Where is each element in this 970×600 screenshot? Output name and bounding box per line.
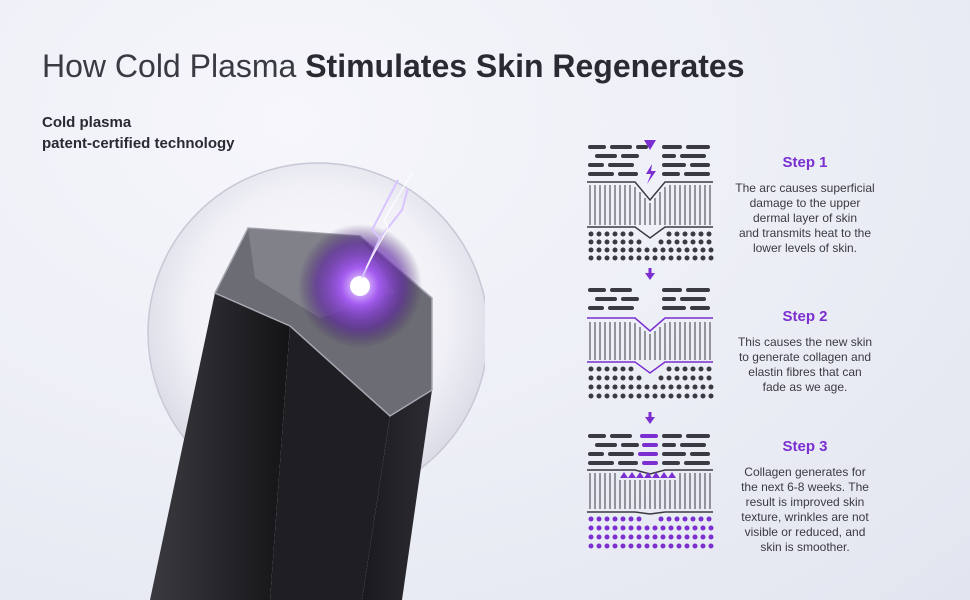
step-1-line: damage to the upper xyxy=(749,196,861,210)
step-1-diagram xyxy=(587,140,714,261)
step-3-line: texture, wrinkles are not xyxy=(741,510,869,524)
step-2-line: This causes the new skin xyxy=(737,335,873,349)
plasma-core xyxy=(350,276,370,296)
epidermis-layer xyxy=(588,145,710,176)
step-2-description: This causes the new skin to generate col… xyxy=(720,335,890,395)
subtitle-line-1: Cold plasma xyxy=(42,114,132,131)
step-1-line: dermal layer of skin xyxy=(752,211,858,225)
cell-dots xyxy=(588,231,714,261)
down-arrow-icon xyxy=(645,268,655,280)
steps-panel: Step 1 The arc causes superficial damage… xyxy=(585,138,955,558)
new-skin-cells xyxy=(638,434,658,465)
step-3-line: skin is smoother. xyxy=(760,540,850,554)
step-3-line: Collagen generates for xyxy=(744,465,866,479)
lightning-bolt-icon xyxy=(646,164,656,184)
step-1-description: The arc causes superficial damage to the… xyxy=(720,181,890,256)
plasma-device-illustration xyxy=(147,162,485,600)
step-2-diagram xyxy=(587,288,714,399)
dermis-fibres xyxy=(589,185,711,225)
step-3-line: result is improved skin xyxy=(745,495,865,509)
subtitle: Cold plasma patent-certified technology xyxy=(42,112,235,154)
step-1-line: The arc causes superficial xyxy=(735,181,875,195)
cell-dots xyxy=(588,366,714,399)
regenerated-cell-dots xyxy=(588,516,714,549)
step-3-title: Step 3 xyxy=(782,438,828,455)
device-body-right xyxy=(362,390,432,600)
page-title: How Cold Plasma Stimulates Skin Regenera… xyxy=(42,48,744,85)
step-3-line: the next 6-8 weeks. The xyxy=(741,480,869,494)
epidermis-layer xyxy=(588,434,710,465)
device-body-left xyxy=(150,293,290,600)
step-1: Step 1 The arc causes superficial damage… xyxy=(720,154,890,256)
step-2-line: fade as we age. xyxy=(762,380,848,394)
step-1-title: Step 1 xyxy=(782,154,828,171)
title-light: How Cold Plasma xyxy=(42,48,297,84)
step-3: Step 3 Collagen generates for the next 6… xyxy=(720,438,890,555)
step-2-line: elastin fibres that can xyxy=(748,365,862,379)
step-3-diagram xyxy=(587,434,714,549)
step-3-line: visible or reduced, and xyxy=(744,525,866,539)
step-1-line: and transmits heat to the xyxy=(738,226,872,240)
step-1-line: lower levels of skin. xyxy=(752,241,858,255)
dermis-fibres xyxy=(589,473,711,509)
subtitle-line-2: patent-certified technology xyxy=(42,135,235,152)
step-2: Step 2 This causes the new skin to gener… xyxy=(720,308,890,395)
step-3-description: Collagen generates for the next 6-8 week… xyxy=(720,465,890,555)
title-bold: Stimulates Skin Regenerates xyxy=(305,48,745,84)
step-2-line: to generate collagen and xyxy=(738,350,872,364)
epidermis-layer xyxy=(588,288,710,310)
collagen-growth-icons xyxy=(620,472,676,478)
energy-arrow-icon xyxy=(644,140,656,150)
lightning-arc-icon xyxy=(365,172,413,269)
down-arrow-icon xyxy=(645,412,655,424)
device-body-front xyxy=(270,326,390,600)
dermis-fibres xyxy=(589,322,711,360)
step-2-title: Step 2 xyxy=(782,308,828,325)
